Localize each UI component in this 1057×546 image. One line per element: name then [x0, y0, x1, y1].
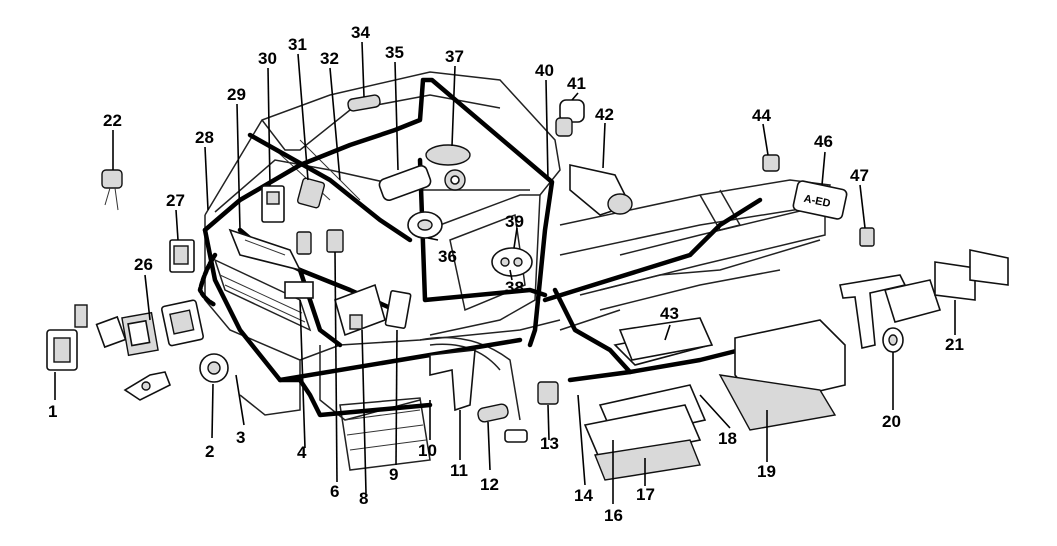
callout-31: 31 [288, 35, 307, 54]
callout-8: 8 [359, 489, 368, 508]
callout-40: 40 [535, 61, 554, 80]
part-4-switch-block [284, 231, 314, 299]
wiring-harness [202, 77, 763, 418]
callout-36: 36 [438, 247, 457, 266]
callout-16: 16 [604, 506, 623, 525]
callout-22: 22 [103, 111, 122, 130]
part-46-plate-lamp: A-ED [792, 180, 848, 220]
part-20-grommet [882, 327, 904, 353]
callout-38: 38 [505, 278, 524, 297]
part-42-starter-motor [569, 164, 633, 216]
callout-12: 12 [480, 475, 499, 494]
callout-9: 9 [389, 465, 398, 484]
part-1-switch-panel [46, 329, 78, 371]
part-34-lamp [347, 94, 381, 112]
callout-21: 21 [945, 335, 964, 354]
part-9-box [384, 290, 412, 329]
callout-19: 19 [757, 462, 776, 481]
callout-17: 17 [636, 485, 655, 504]
callout-11: 11 [450, 461, 468, 480]
part-12-side-lamp [477, 403, 528, 443]
part-22-connector [101, 169, 123, 211]
part-29-instrument-cluster [228, 228, 302, 272]
part-43-battery-tray [583, 317, 714, 481]
part-41-solenoid [555, 99, 585, 137]
callout-1: 1 [48, 402, 57, 421]
part-35-wiper-motor [378, 165, 466, 201]
part-switches-small [74, 304, 159, 357]
part-13-relay [537, 381, 559, 405]
callout-26: 26 [134, 255, 153, 274]
callout-20: 20 [882, 412, 901, 431]
callout-41: 41 [567, 74, 586, 93]
part-6-fuse-block [326, 229, 344, 253]
callout-32: 32 [320, 49, 339, 68]
part-21-rear-lamps [883, 249, 1009, 323]
part-11-bracket [429, 349, 476, 412]
callout-39: 39 [505, 212, 524, 231]
part-36-motor [407, 211, 443, 239]
callout-6: 6 [330, 482, 339, 501]
part-bracket-clip [123, 371, 172, 401]
part-8-relay-bank [334, 283, 386, 337]
part-corrugated-conduit [197, 252, 218, 308]
callout-18: 18 [718, 429, 737, 448]
callout-14: 14 [574, 486, 593, 505]
callout-35: 35 [385, 43, 404, 62]
part-31-plug [296, 177, 326, 209]
callout-42: 42 [595, 105, 614, 124]
callout-47: 47 [850, 166, 869, 185]
leader-lines [54, 41, 956, 504]
plate-text: A-ED [803, 193, 832, 210]
part-rear-lamp-mount [839, 274, 907, 349]
callout-46: 46 [814, 132, 833, 151]
callout-29: 29 [227, 85, 246, 104]
callout-43: 43 [660, 304, 679, 323]
chassis-frame [559, 179, 831, 331]
callout-4: 4 [297, 443, 307, 462]
callout-37: 37 [445, 47, 464, 66]
callout-2: 2 [205, 442, 214, 461]
callout-34: 34 [351, 23, 370, 42]
callout-13: 13 [540, 434, 559, 453]
callout-10: 10 [418, 441, 437, 460]
part-47-small-lamp [859, 227, 875, 247]
part-30-module [261, 185, 285, 223]
callout-3: 3 [236, 428, 245, 447]
callout-28: 28 [195, 128, 214, 147]
part-39-lamp-cluster [491, 247, 533, 277]
callout-labels: 1 2 3 4 6 8 9 10 11 12 13 14 16 17 18 19… [48, 23, 964, 525]
part-19-battery [718, 319, 846, 431]
part-44-connector [762, 154, 780, 172]
part-2-horn [199, 353, 229, 383]
part-27-relay [169, 239, 195, 273]
part-relay-box [160, 299, 205, 347]
part-37-dome-lamp [425, 144, 471, 166]
callout-44: 44 [752, 106, 771, 125]
callout-30: 30 [258, 49, 277, 68]
callout-27: 27 [166, 191, 185, 210]
